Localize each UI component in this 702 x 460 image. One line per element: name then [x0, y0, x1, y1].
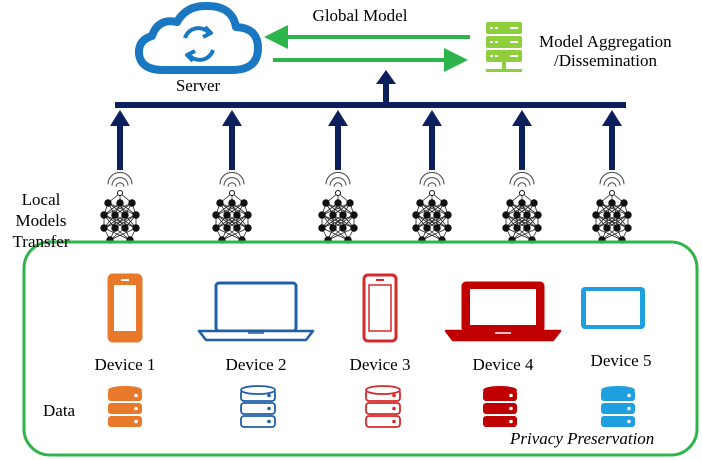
- local-models: [100, 171, 632, 244]
- device-label: Device 2: [225, 355, 287, 374]
- sync-icon: [183, 25, 215, 63]
- tablet-icon: [581, 287, 645, 329]
- server-label: Server: [175, 76, 221, 95]
- privacy-boundary: [22, 240, 699, 457]
- transfer-label-line1: Local: [21, 190, 61, 209]
- laptop-icon: [444, 281, 562, 342]
- neural-network-icon: [502, 171, 542, 244]
- global-model-arrows: [264, 25, 470, 72]
- neural-network-icon: [412, 171, 452, 244]
- upload-bus: [115, 70, 626, 108]
- aggregation-label-line2: /Dissemination: [554, 51, 657, 70]
- data-label: Data: [43, 401, 76, 420]
- device-upload-arrows: [110, 110, 622, 170]
- upload-arrow: [328, 110, 348, 170]
- wifi-icon: [107, 171, 133, 187]
- phone-icon: [107, 273, 143, 343]
- wifi-icon: [219, 171, 245, 187]
- device-label: Device 3: [349, 355, 411, 374]
- database-icon: [483, 386, 517, 427]
- device-label: Device 5: [590, 351, 652, 370]
- neural-network-icon: [592, 171, 632, 244]
- device-label: Device 1: [94, 355, 156, 374]
- neural-network-icon: [100, 171, 140, 244]
- transfer-label-line3: Transfer: [12, 232, 70, 251]
- upload-arrow: [422, 110, 442, 170]
- upload-arrow: [110, 110, 130, 170]
- database-icons: [108, 385, 635, 428]
- aggregation-server-icon: [486, 22, 522, 72]
- neural-network-icon: [212, 171, 252, 244]
- neural-network-icon: [318, 171, 358, 244]
- wifi-icon: [325, 171, 351, 187]
- upload-arrow: [602, 110, 622, 170]
- server-cloud-icon: [134, 1, 262, 74]
- aggregation-label-line1: Model Aggregation: [539, 32, 672, 51]
- upload-arrow: [512, 110, 532, 170]
- privacy-label: Privacy Preservation: [510, 429, 655, 448]
- upload-arrow: [222, 110, 242, 170]
- database-icon: [240, 385, 276, 428]
- database-icon: [108, 386, 142, 427]
- database-icon: [365, 385, 401, 428]
- wifi-icon: [419, 171, 445, 187]
- wifi-icon: [599, 171, 625, 187]
- transfer-label-line2: Models: [15, 211, 67, 230]
- wifi-icon: [509, 171, 535, 187]
- global-model-label: Global Model: [312, 6, 408, 25]
- device-icons: [107, 273, 645, 343]
- phone-icon: [362, 273, 398, 343]
- laptop-icon: [197, 281, 315, 342]
- device-label: Device 4: [472, 355, 534, 374]
- database-icon: [601, 386, 635, 427]
